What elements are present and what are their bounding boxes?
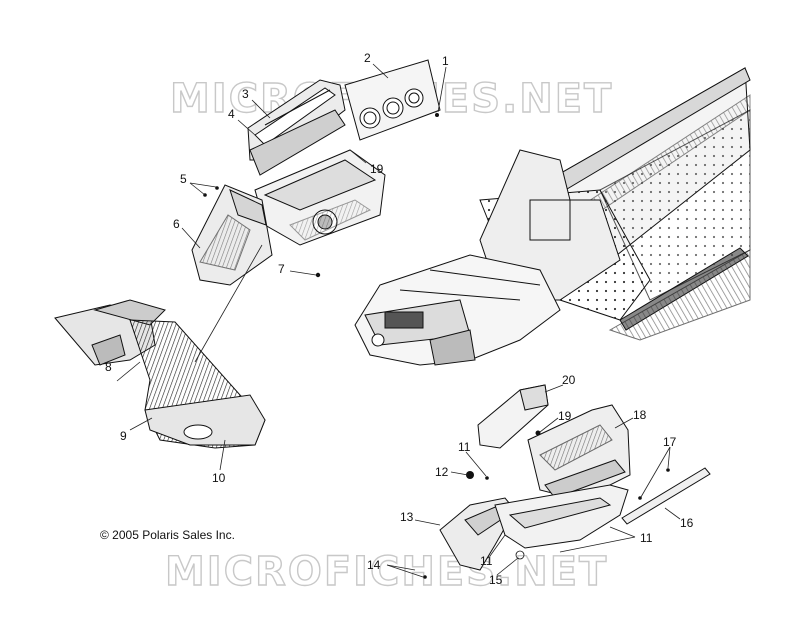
callout-2: 2 — [364, 51, 371, 65]
callout-5: 5 — [180, 172, 187, 186]
part-hood-right — [494, 484, 629, 549]
part-1-fastener — [435, 113, 439, 117]
callout-3: 3 — [242, 87, 249, 101]
leader-lines — [116, 63, 681, 578]
callout-8: 8 — [105, 360, 112, 374]
part-7-screw — [315, 272, 321, 278]
callout-4: 4 — [228, 107, 235, 121]
callout-14: 14 — [367, 558, 381, 572]
part-19-dash-tray — [254, 149, 386, 246]
copyright-notice: © 2005 Polaris Sales Inc. — [100, 528, 235, 542]
callout-9: 9 — [120, 429, 127, 443]
callout-19b: 19 — [558, 409, 572, 423]
callout-10: 10 — [212, 471, 226, 485]
part-6-side-console — [191, 184, 273, 286]
small-fasteners-lower — [423, 430, 670, 579]
callout-16: 16 — [680, 516, 694, 530]
callout-7: 7 — [278, 262, 285, 276]
part-18-windshield-bracket — [527, 404, 631, 501]
callout-labels: 1 2 3 4 5 6 7 8 9 10 11 11 11 12 13 14 1… — [105, 51, 694, 587]
callout-13: 13 — [400, 510, 414, 524]
part-2-gauge-bezel — [344, 59, 441, 141]
callout-11b: 11 — [480, 554, 493, 568]
callout-6: 6 — [173, 217, 180, 231]
callout-17: 17 — [663, 435, 677, 449]
callout-20: 20 — [562, 373, 576, 387]
watermark-bottom: MICROFICHES.NET — [165, 549, 608, 595]
callout-18: 18 — [633, 408, 647, 422]
part-3-4-dash-cover — [247, 79, 346, 176]
callout-15: 15 — [489, 573, 503, 587]
part-20-cover — [477, 384, 549, 449]
part-16-trim-strip — [621, 467, 711, 525]
callout-19a: 19 — [370, 162, 384, 176]
part-5-screws — [203, 186, 219, 197]
leader-connector — [194, 244, 263, 363]
callout-1: 1 — [442, 54, 449, 68]
callout-11c: 11 — [640, 531, 653, 545]
callout-12: 12 — [435, 465, 449, 479]
chassis-frame — [354, 67, 751, 366]
part-8-9-10-footwell — [54, 299, 266, 449]
callout-11a: 11 — [458, 440, 471, 454]
